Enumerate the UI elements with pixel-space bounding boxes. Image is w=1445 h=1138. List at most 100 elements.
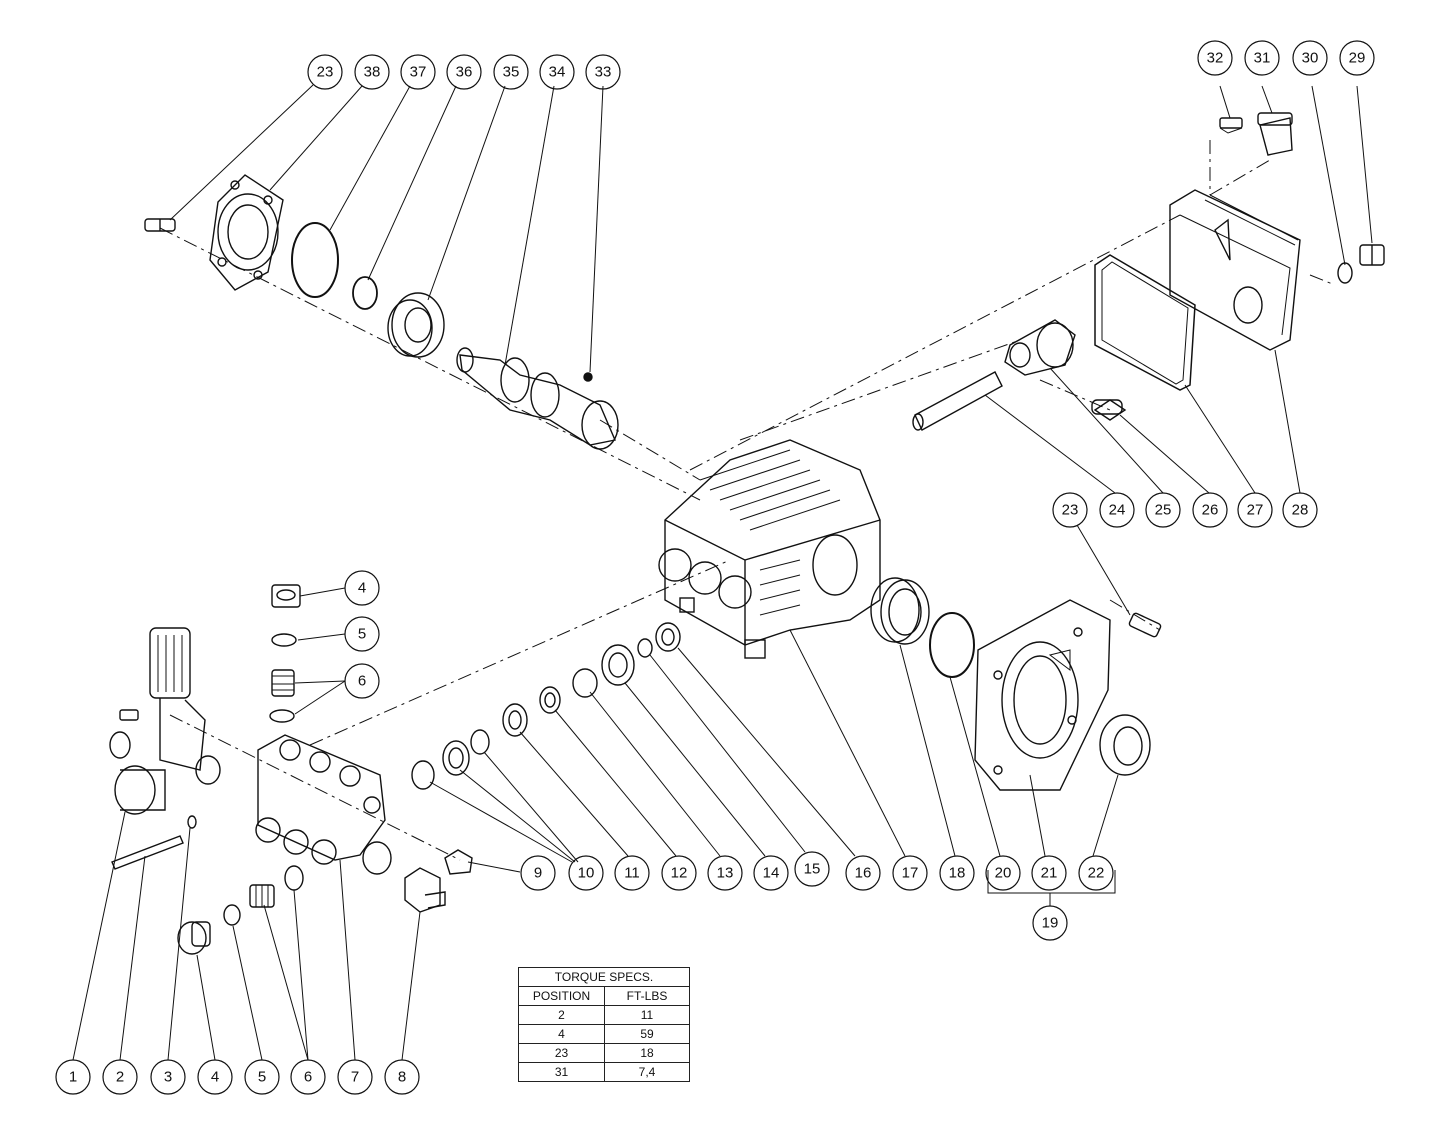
ring-part-3 (187, 815, 197, 829)
callout-4-bottom: 4 (211, 1069, 219, 1086)
table-row: 2 11 (518, 1005, 690, 1025)
callout-24: 24 (1109, 502, 1126, 519)
plug-part-9 (444, 849, 473, 875)
callout-4-top: 4 (358, 580, 366, 597)
callout-6-bottom: 6 (304, 1069, 312, 1086)
gasket-part-27 (1094, 254, 1196, 391)
callout-9: 9 (534, 865, 542, 882)
ring-near-manifold (362, 841, 392, 875)
leader-lines (72, 84, 1373, 1061)
callout-28: 28 (1292, 502, 1309, 519)
inlet-fitting-part-8 (404, 867, 446, 913)
callout-16: 16 (855, 865, 872, 882)
callout-19: 19 (1042, 915, 1059, 932)
callout-35: 35 (503, 64, 520, 81)
washer-part-5-top (271, 633, 297, 647)
callout-36: 36 (456, 64, 473, 81)
torque-value-cell: 18 (604, 1043, 690, 1063)
callout-circles (55, 40, 1375, 1095)
crankcase-part-17 (658, 439, 881, 659)
ball-bearing-part-35 (387, 292, 445, 358)
roller-bearing-part-18 (870, 577, 930, 645)
callout-22: 22 (1088, 865, 1105, 882)
assembly-axes (159, 140, 1336, 861)
screw-part-23-right (1128, 612, 1162, 638)
manifold-head-part-7 (255, 734, 386, 865)
callout-labels: 23 38 37 36 35 34 33 32 31 30 29 23 24 2… (69, 50, 1366, 1086)
callout-20: 20 (995, 865, 1012, 882)
callout-7: 7 (351, 1069, 359, 1086)
callout-12: 12 (671, 865, 688, 882)
callout-26: 26 (1202, 502, 1219, 519)
o-ring-part-6-top (269, 709, 295, 723)
torque-header-ftlbs: FT-LBS (604, 986, 690, 1006)
torque-position-cell: 2 (518, 1005, 605, 1025)
callout-23-top: 23 (317, 64, 334, 81)
screw-part-23 (144, 218, 176, 232)
plug-part-29 (1359, 244, 1385, 266)
rod-part-2 (111, 835, 184, 870)
callout-6-top: 6 (358, 673, 366, 690)
rear-cover-part-28 (1169, 189, 1301, 351)
pin-part-24 (912, 371, 1003, 431)
torque-position-cell: 4 (518, 1024, 605, 1044)
washer-part-5-bottom (223, 904, 241, 926)
seal-kit-parts-9-16 (411, 622, 681, 790)
callout-30: 30 (1302, 50, 1319, 67)
callout-33: 33 (595, 64, 612, 81)
o-ring-part-37 (291, 222, 339, 298)
plunger-part-26 (1091, 399, 1127, 421)
callout-2: 2 (116, 1069, 124, 1086)
callout-1: 1 (69, 1069, 77, 1086)
flange-part-21 (974, 599, 1111, 791)
callout-32: 32 (1207, 50, 1224, 67)
torque-value-cell: 11 (604, 1005, 690, 1025)
snap-ring-part-36 (352, 276, 378, 310)
callout-13: 13 (717, 865, 734, 882)
camshaft-part-34 (456, 347, 619, 450)
callout-17: 17 (902, 865, 919, 882)
torque-header-position: POSITION (518, 986, 605, 1006)
connecting-rod-part-25 (1004, 319, 1076, 376)
callout-38: 38 (364, 64, 381, 81)
torque-specs-table: TORQUE SPECS. POSITION FT-LBS 2 11 4 59 … (518, 967, 690, 1082)
valve-part-6-top (271, 669, 295, 697)
bearing-cover-part-38 (209, 174, 284, 291)
valve-part-6-bottom (249, 884, 275, 908)
oil-cap-part-31 (1257, 112, 1293, 156)
callout-25: 25 (1155, 502, 1172, 519)
callout-34: 34 (549, 64, 566, 81)
callout-8: 8 (398, 1069, 406, 1086)
washer-part-30 (1337, 262, 1353, 284)
callout-3: 3 (164, 1069, 172, 1086)
callout-14: 14 (763, 865, 780, 882)
callout-11: 11 (624, 865, 640, 882)
callout-5-bottom: 5 (258, 1069, 266, 1086)
torque-position-cell: 23 (518, 1043, 605, 1063)
callout-23-right: 23 (1062, 502, 1079, 519)
table-row: 23 18 (518, 1043, 690, 1063)
callout-21: 21 (1041, 865, 1058, 882)
plug-part-4-top (271, 584, 301, 608)
callout-37: 37 (410, 64, 427, 81)
torque-position-cell: 31 (518, 1062, 605, 1082)
oil-seal-part-22 (1099, 714, 1151, 776)
callout-15: 15 (804, 861, 821, 878)
plug-part-4-bottom (177, 921, 211, 955)
callout-18: 18 (949, 865, 966, 882)
torque-table-title: TORQUE SPECS. (518, 967, 690, 987)
torque-value-cell: 59 (604, 1024, 690, 1044)
o-ring-part-6-bottom (284, 865, 304, 891)
screw-part-32 (1219, 117, 1243, 134)
callout-29: 29 (1349, 50, 1366, 67)
callout-5-top: 5 (358, 626, 366, 643)
table-row: 31 7,4 (518, 1062, 690, 1082)
torque-value-cell: 7,4 (604, 1062, 690, 1082)
callout-27: 27 (1247, 502, 1264, 519)
o-ring-part-20 (929, 612, 975, 678)
table-row: 4 59 (518, 1024, 690, 1044)
callout-31: 31 (1254, 50, 1271, 67)
unloader-valve-part-1 (109, 627, 221, 815)
callout-10: 10 (578, 865, 595, 882)
